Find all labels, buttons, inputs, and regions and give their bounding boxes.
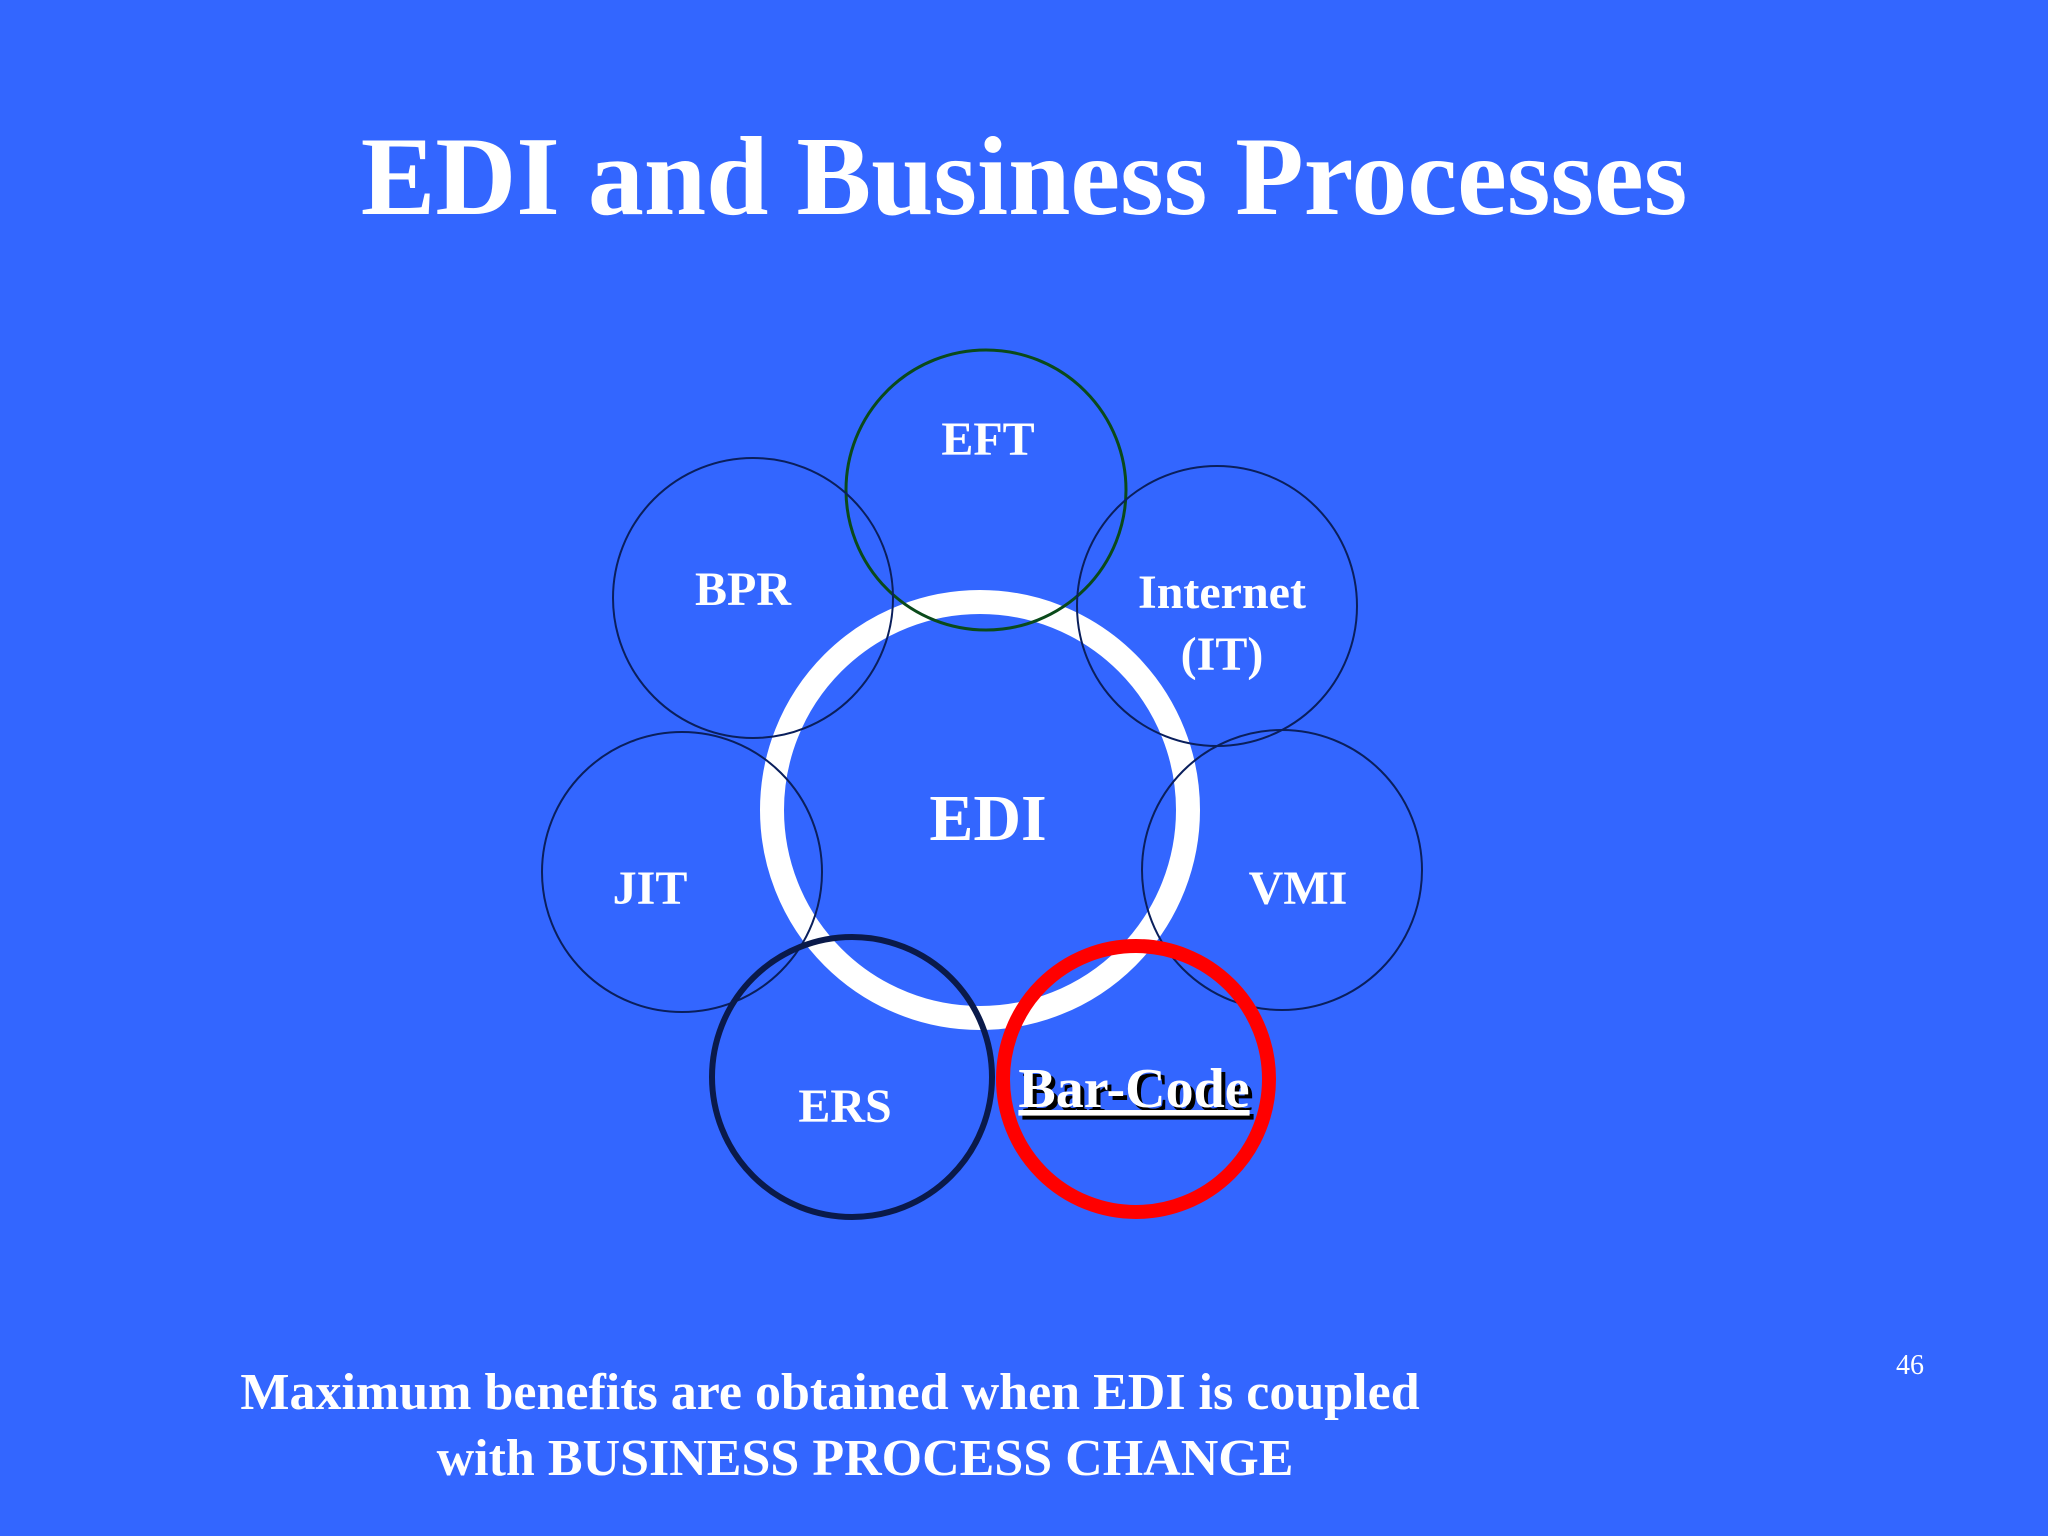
internet-label: Internet <box>1138 566 1306 619</box>
bpr-label: BPR <box>695 563 792 616</box>
page-number: 46 <box>1896 1350 1924 1381</box>
barcode-label-shadow: Bar-Code <box>1022 1062 1253 1124</box>
jit-label: JIT <box>613 862 688 915</box>
slide-title: EDI and Business Processes <box>360 115 1688 239</box>
edi-label: EDI <box>929 782 1046 855</box>
jit-circle <box>541 731 823 1013</box>
footer-message: Maximum benefits are obtained when EDI i… <box>0 1360 1660 1492</box>
eft-circle <box>844 348 1128 632</box>
ers-circle <box>709 934 995 1220</box>
barcode-label: Bar-Code <box>1018 1058 1249 1120</box>
bpr-circle <box>612 457 894 739</box>
ers-label: ERS <box>798 1080 891 1133</box>
vmi-label: VMI <box>1249 862 1348 915</box>
footer-line-1: Maximum benefits are obtained when EDI i… <box>240 1364 1420 1421</box>
internet-sublabel: (IT) <box>1181 628 1264 681</box>
vmi-circle <box>1141 729 1423 1011</box>
footer-line-2: with BUSINESS PROCESS CHANGE <box>436 1430 1294 1487</box>
barcode-circle <box>996 939 1276 1219</box>
eft-label: EFT <box>941 413 1034 466</box>
